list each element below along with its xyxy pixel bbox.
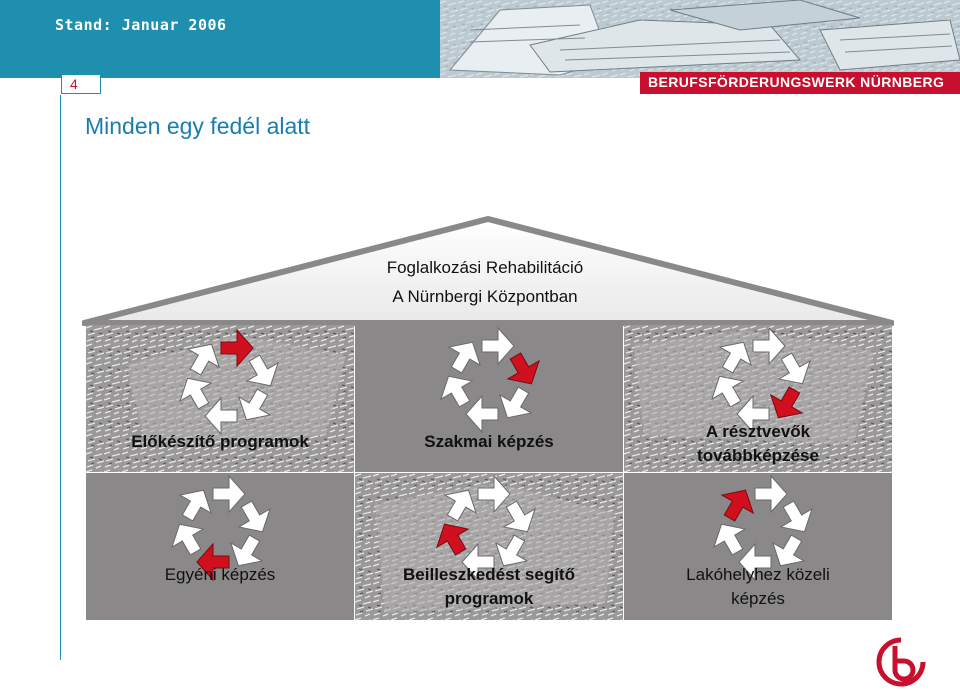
tile-label-line-2: továbbképzése: [697, 446, 819, 465]
page-number: 4: [70, 76, 78, 92]
tile-vocational-training: Szakmai képzés: [355, 325, 623, 472]
cycle-arrows-icon: [435, 327, 545, 433]
tile-local-training: Lakóhelyhez közeli képzés: [624, 473, 892, 620]
cycle-arrows-icon: [166, 475, 276, 582]
tile-label: Egyéni képzés: [164, 565, 276, 584]
page-number-box: 4: [61, 74, 101, 94]
tile-further-training: A résztvevők továbbképzése: [624, 325, 892, 472]
tile-label-line-1: Beilleszkedést segítő: [403, 565, 575, 584]
cycle-arrows-icon: [174, 328, 284, 435]
tile-preparatory-programs: Előkészítő programok: [86, 325, 354, 472]
roof-line-1: Foglalkozási Rehabilitáció: [386, 258, 584, 277]
org-name: BERUFSFÖRDERUNGSWERK NÜRNBERG: [648, 74, 945, 90]
tile-label: Szakmai képzés: [424, 432, 554, 451]
cycle-arrows-icon: [431, 475, 541, 581]
stand-date: Stand: Januar 2006: [55, 16, 227, 34]
cycle-arrows-icon: [706, 327, 816, 433]
tile-label-line-2: képzés: [731, 589, 785, 608]
header-band: Stand: Januar 2006: [0, 0, 440, 78]
org-bar: [640, 72, 960, 94]
cycle-arrows-icon: [708, 475, 818, 581]
tile-individual-training: Egyéni képzés: [86, 473, 354, 620]
roof: [82, 216, 894, 326]
roof-line-2: A Nürnbergi Központban: [392, 287, 578, 306]
left-rule: [60, 95, 61, 660]
page-title: Minden egy fedél alatt: [85, 113, 311, 139]
tile-label-line-1: Lakóhelyhez közeli: [686, 565, 830, 584]
header: Stand: Januar 2006 BERUFSFÖRDERUNGSWERK …: [0, 0, 960, 95]
tile-integration-programs: Beilleszkedést segítő programok: [355, 473, 623, 620]
tile-label: Előkészítő programok: [131, 432, 309, 451]
tile-label-line-2: programok: [444, 589, 534, 608]
tile-label-line-1: A résztvevők: [705, 422, 811, 441]
bfw-logo: [876, 637, 926, 687]
campus-photo: [440, 0, 960, 78]
